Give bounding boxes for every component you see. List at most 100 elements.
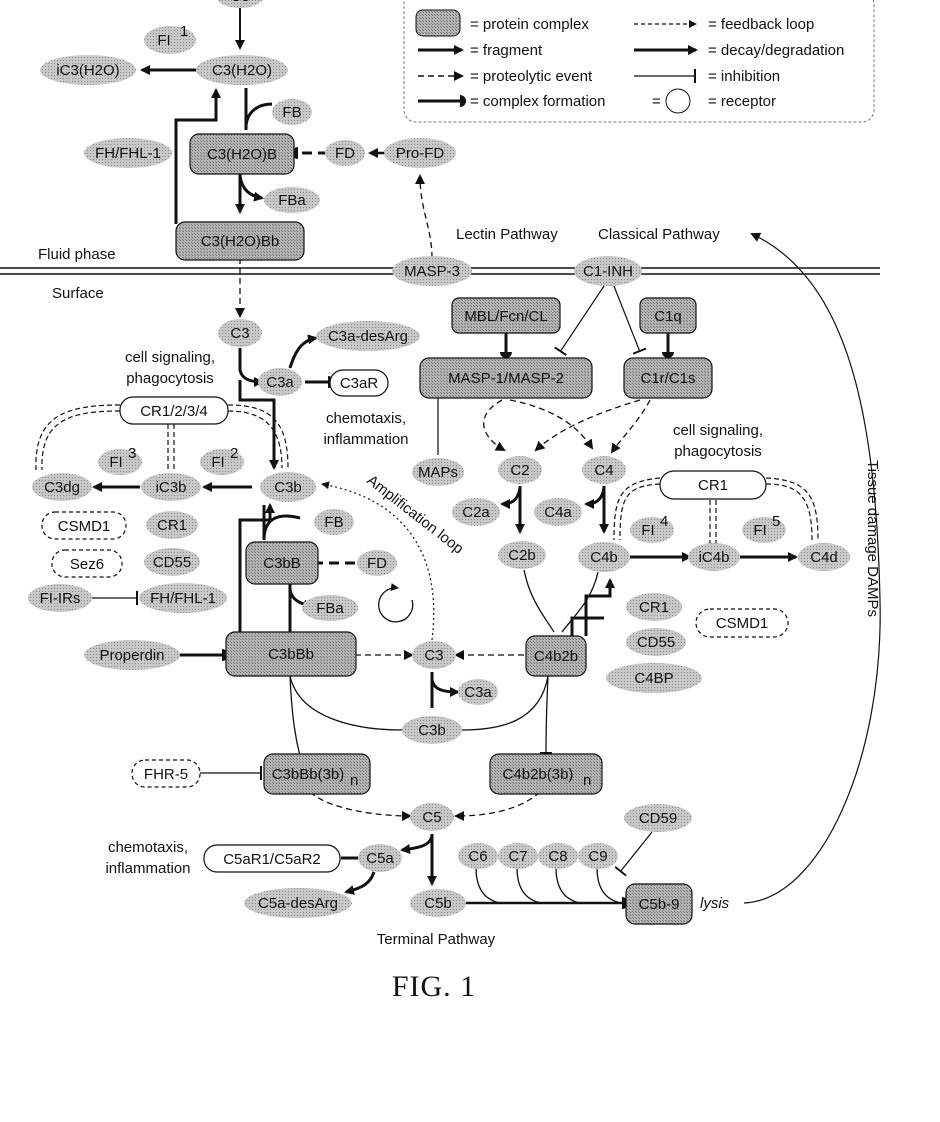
label-lectin-pathway: Lectin Pathway (456, 226, 558, 243)
node-c4d: C4d (810, 549, 838, 566)
node-fi1-sup: 1 (180, 23, 188, 40)
node-fi-irs: FI-IRs (40, 590, 81, 607)
node-c4bp: C4BP (634, 670, 673, 687)
node-fh-fhl1-top: FH/FHL-1 (95, 145, 161, 162)
node-c3bbb3bn: C3bBb(3b) (272, 766, 345, 783)
legend-complex-formation: = complex formation (470, 93, 605, 110)
node-cd55-left: CD55 (153, 554, 191, 571)
node-cr1-left: CR1 (157, 517, 187, 534)
node-cr1-mid: CR1 (639, 599, 669, 616)
node-c4b: C4b (590, 549, 618, 566)
node-ic3h2o: iC3(H2O) (56, 62, 119, 79)
node-c3-top: C3 (230, 0, 249, 5)
node-c3a-desarg: C3a-desArg (328, 328, 408, 345)
node-c4b2b: C4b2b (534, 648, 578, 665)
label-phagocytosis-left: phagocytosis (126, 370, 214, 387)
node-c3b-main: C3b (274, 479, 302, 496)
label-cell-signaling-left: cell signaling, (125, 349, 215, 366)
node-c5b: C5b (424, 895, 452, 912)
node-fi1: FI (157, 32, 170, 49)
label-amplification-loop: Amplification loop (364, 472, 467, 558)
legend-receptor-circle (666, 89, 690, 113)
node-c3-surface: C3 (230, 325, 249, 342)
label-fluid-phase: Fluid phase (38, 246, 116, 263)
label-inflammation-2: inflammation (105, 860, 190, 877)
node-csmd1-left: CSMD1 (58, 518, 111, 535)
label-terminal-pathway: Terminal Pathway (377, 931, 496, 948)
node-fb-mid: FB (324, 514, 343, 531)
node-fi2: FI (211, 454, 224, 471)
label-chemotaxis-2: chemotaxis, (108, 839, 188, 856)
node-c6: C6 (468, 848, 487, 865)
node-c5a-desarg: C5a-desArg (258, 895, 338, 912)
legend-feedback: = feedback loop (708, 16, 814, 33)
label-inflammation-1: inflammation (323, 431, 408, 448)
figure-caption: FIG. 1 (392, 970, 476, 1003)
label-chemotaxis-1: chemotaxis, (326, 410, 406, 427)
node-fhr5: FHR-5 (144, 766, 188, 783)
node-masp1-masp2: MASP-1/MASP-2 (448, 370, 564, 387)
node-c3ar: C3aR (340, 375, 379, 392)
node-ic3b: iC3b (156, 479, 187, 496)
node-ic4b: iC4b (699, 549, 730, 566)
legend: = protein complex = fragment = proteolyt… (404, 0, 874, 122)
legend-inhibition: = inhibition (708, 68, 780, 85)
node-properdin: Properdin (99, 647, 164, 664)
node-fi4: FI (641, 522, 654, 539)
node-c2a: C2a (462, 504, 490, 521)
node-c5ar: C5aR1/C5aR2 (223, 851, 321, 868)
node-cd55-right: CD55 (637, 634, 675, 651)
node-c3b-lower: C3b (418, 722, 446, 739)
node-c5b9: C5b-9 (639, 896, 680, 913)
node-c3-amp: C3 (424, 647, 443, 664)
node-fi4-sup: 4 (660, 513, 668, 530)
node-c3bb: C3bB (263, 555, 301, 572)
label-cell-signaling-right: cell signaling, (673, 422, 763, 439)
node-fi3: FI (109, 454, 122, 471)
node-cd59: CD59 (639, 810, 677, 827)
node-fd-mid: FD (367, 555, 387, 572)
node-c3h2ob: C3(H2O)B (207, 146, 277, 163)
node-fb-top: FB (282, 104, 301, 121)
node-c4b2b3bn: C4b2b(3b) (503, 766, 574, 783)
node-c8: C8 (548, 848, 567, 865)
node-fh-fhl1-mid: FH/FHL-1 (150, 590, 216, 607)
node-c2b: C2b (508, 547, 536, 564)
node-c3bbb: C3bBb (268, 646, 314, 663)
label-lysis: lysis (700, 895, 730, 912)
node-fi5-sup: 5 (772, 513, 780, 530)
legend-decay: = decay/degradation (708, 42, 844, 59)
node-c1r-c1s: C1r/C1s (640, 370, 695, 387)
node-c2: C2 (510, 462, 529, 479)
node-sez6: Sez6 (70, 556, 104, 573)
node-fba-mid: FBa (316, 600, 344, 617)
node-pro-fd: Pro-FD (396, 145, 445, 162)
node-c5: C5 (422, 809, 441, 826)
node-c4a: C4a (544, 504, 572, 521)
nodes: C3 FI 1 C3(H2O) iC3(H2O) FB C3(H2O)B FD … (28, 0, 881, 1003)
node-maps: MAPs (418, 464, 458, 481)
label-surface: Surface (52, 285, 104, 302)
node-c1inh: C1-INH (583, 263, 633, 280)
node-c3a: C3a (266, 374, 294, 391)
node-masp3: MASP-3 (404, 263, 460, 280)
node-c1q: C1q (654, 308, 682, 325)
node-c3dg: C3dg (44, 479, 80, 496)
node-fba-top: FBa (278, 192, 306, 209)
node-c3h2o: C3(H2O) (212, 62, 272, 79)
legend-proteolytic: = proteolytic event (470, 68, 593, 85)
node-c3h2obb: C3(H2O)Bb (201, 233, 279, 250)
node-cr1234: CR1/2/3/4 (140, 403, 208, 420)
node-c9: C9 (588, 848, 607, 865)
node-fi3-sup: 3 (128, 445, 136, 462)
node-fd-top: FD (335, 145, 355, 162)
legend-complex-swatch (416, 10, 460, 36)
node-fi2-sup: 2 (230, 445, 238, 462)
label-tissue-damage-damps: Tissue damage DAMPs (864, 460, 881, 617)
node-fi5: FI (753, 522, 766, 539)
node-cr1-right: CR1 (698, 477, 728, 494)
node-c7: C7 (508, 848, 527, 865)
node-c3bbb3bn-sub: n (350, 772, 358, 789)
legend-fragment: = fragment (470, 42, 543, 59)
